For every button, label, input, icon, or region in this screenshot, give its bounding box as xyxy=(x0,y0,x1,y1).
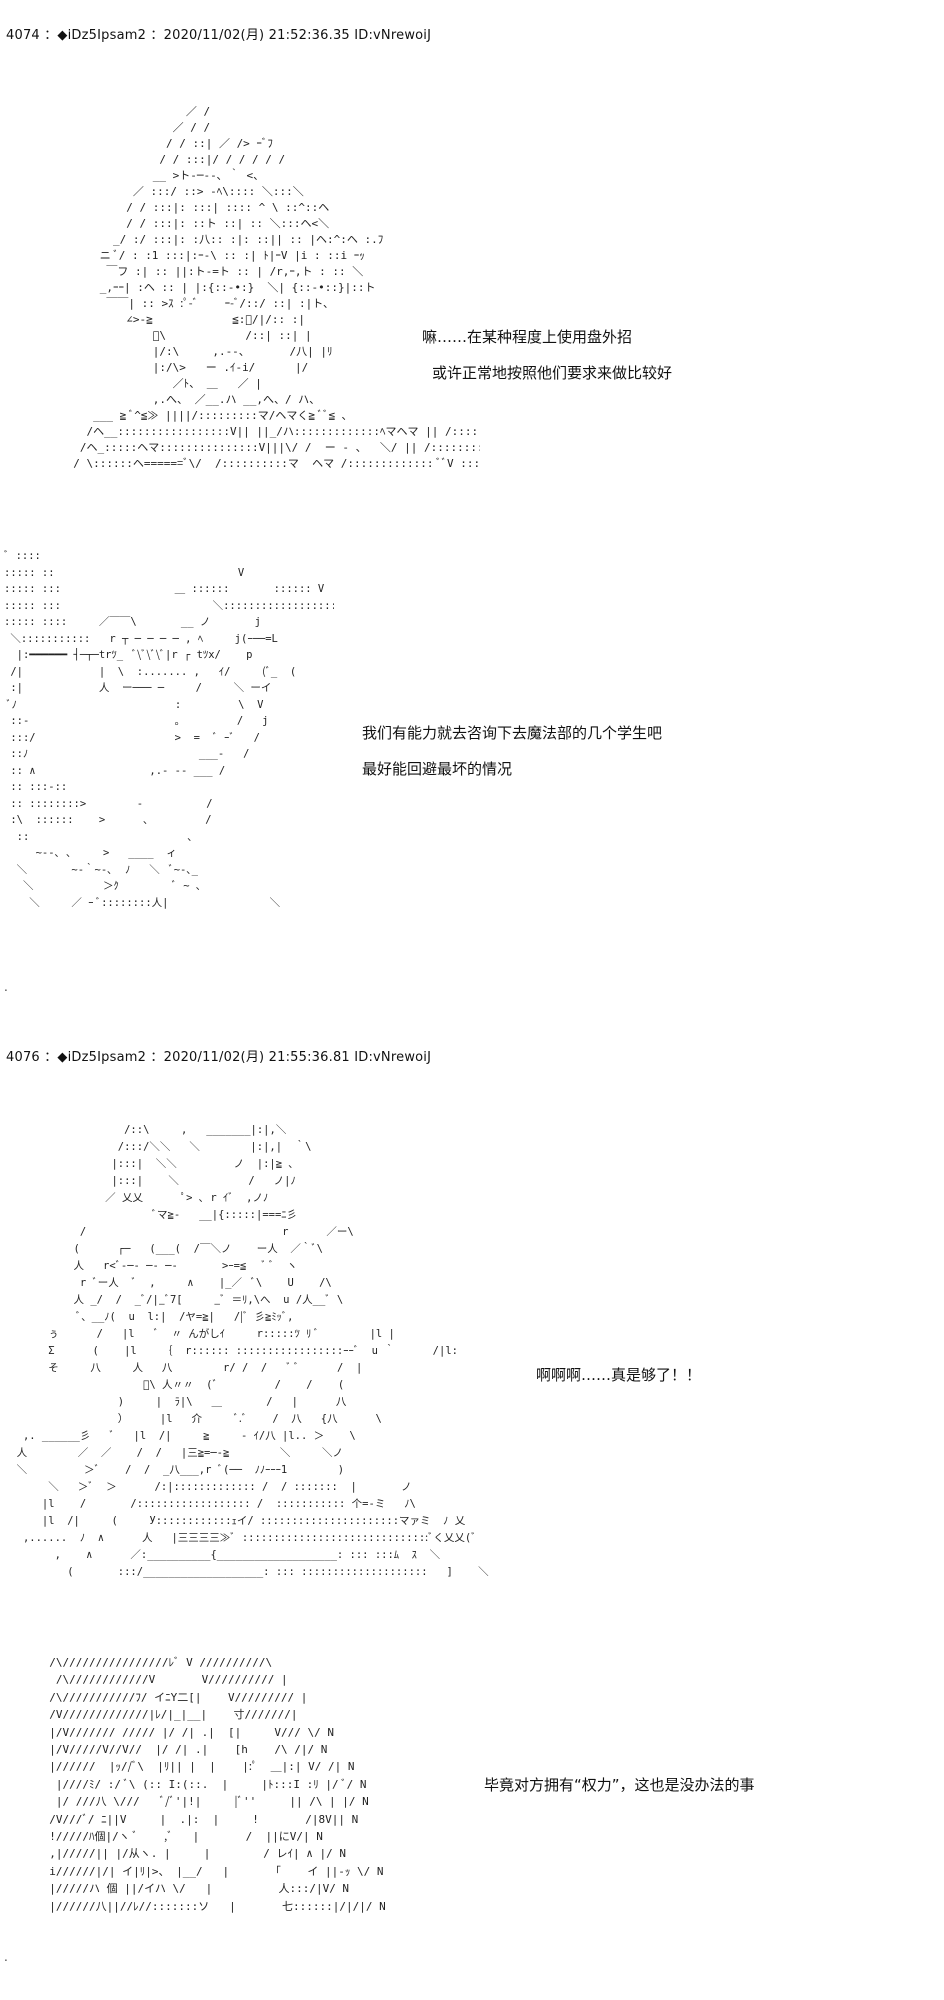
dialogue-line: 我们有能力就去咨询下去魔法部的几个学生吧 xyxy=(362,724,663,742)
dialogue-line: 或许正常地按照他们要求来做比较好 xyxy=(432,364,673,382)
ascii-art-character: /::\ , _______|:|,＼ /:::/＼＼ ＼ |:|,| ｀\ |… xyxy=(16,1124,489,1578)
post-header: 4074 ：◆iDz5Ipsam2 ：2020/11/02(月) 21:52:3… xyxy=(6,28,432,43)
dialogue-line: 嘛……在某种程度上使用盘外招 xyxy=(422,328,633,346)
dialogue-line: 啊啊啊……真是够了！！ xyxy=(536,1366,702,1384)
ascii-art-pattern: /\////////////////ﾚﾞ V //////////\ /\///… xyxy=(49,1656,386,1913)
ascii-art-character: ／ / ／ / / / / ::| ／ /> ｰﾞﾌ / / :::|/ / /… xyxy=(73,105,480,470)
separator-dot: . xyxy=(4,980,8,994)
dialogue-line: 毕竟对方拥有“权力”，这也是没办法的事 xyxy=(484,1776,755,1794)
post-header: 4076 ：◆iDz5Ipsam2 ：2020/11/02(月) 21:55:3… xyxy=(6,1050,432,1065)
separator-dot: . xyxy=(4,1950,8,1964)
ascii-art-closeup: ﾞ :::: ::::: :: V ::::: ::: ＿ :::::: :::… xyxy=(4,550,334,909)
dialogue-line: 最好能回避最坏的情况 xyxy=(362,760,513,778)
